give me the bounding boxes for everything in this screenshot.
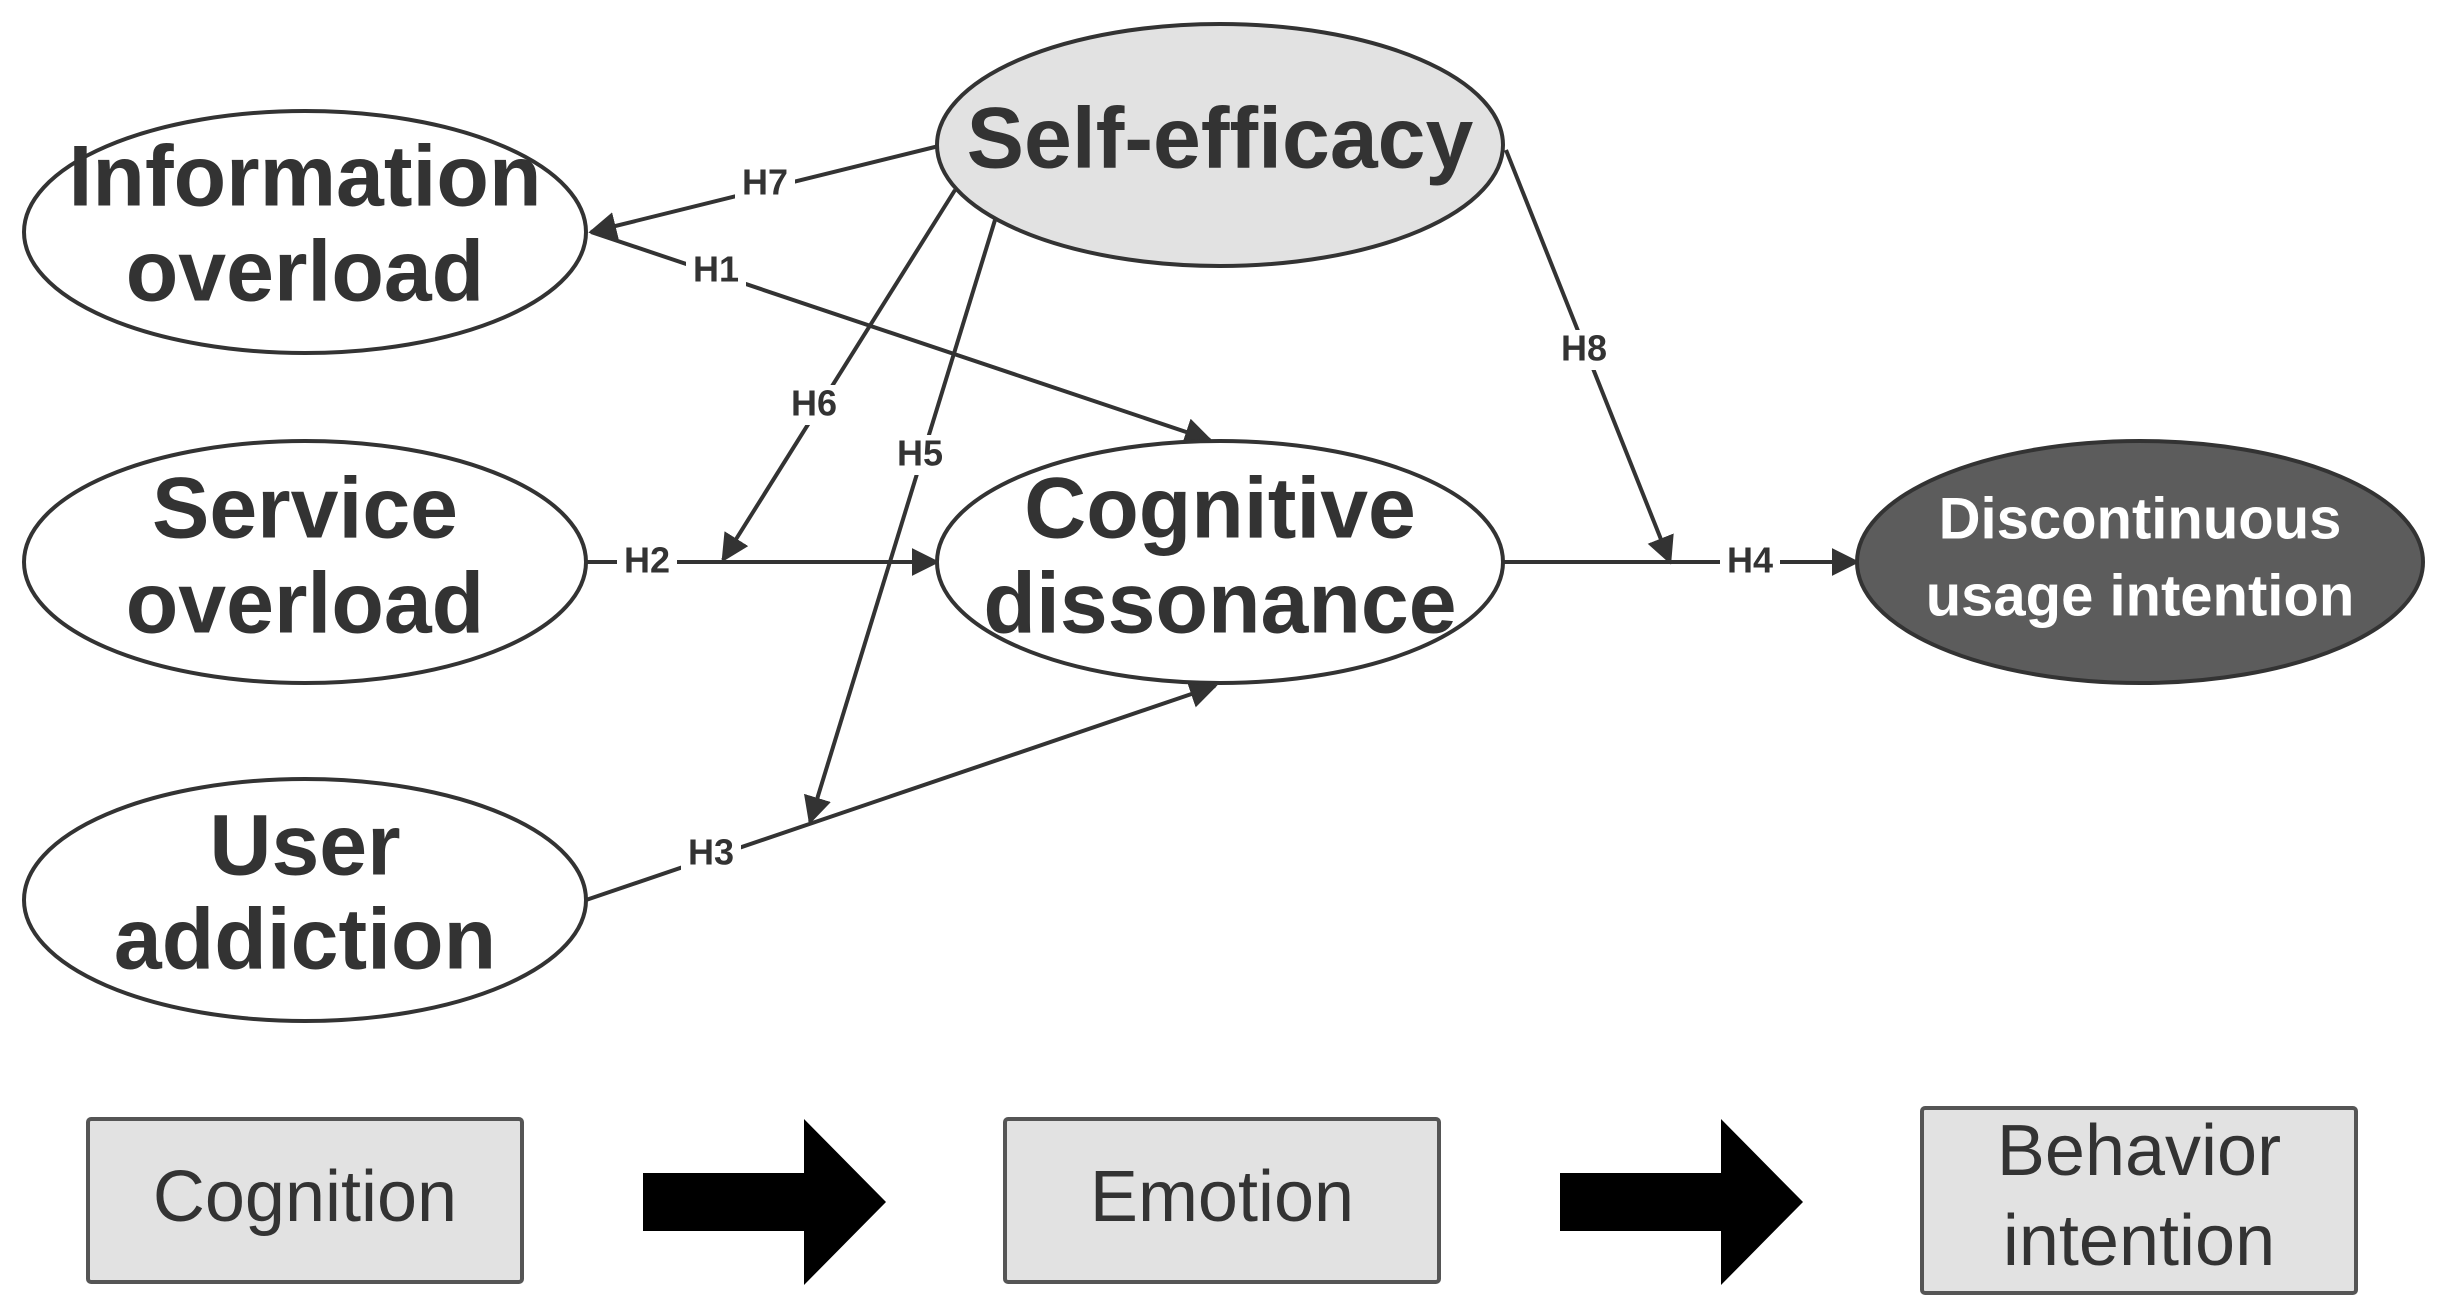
svg-text:overload: overload: [126, 224, 484, 320]
svg-text:usage intention: usage intention: [1926, 563, 2355, 628]
hyp-label-h4: H4: [1720, 540, 1780, 582]
hyp-label-h1: H1: [686, 249, 746, 291]
edge-h6: [721, 188, 957, 563]
stage-arrow-1: [643, 1119, 886, 1285]
hyp-label-h6: H6: [784, 383, 844, 425]
svg-text:Cognition: Cognition: [153, 1157, 457, 1237]
hyp-label-h5: H5: [890, 433, 950, 475]
svg-text:Information: Information: [69, 129, 542, 225]
svg-text:H7: H7: [742, 162, 788, 203]
edge-h1: [590, 230, 1213, 446]
node-user-addiction: User addiction: [22, 777, 588, 1023]
hyp-label-h2: H2: [617, 540, 677, 582]
svg-text:H1: H1: [693, 249, 739, 290]
svg-text:Cognitive: Cognitive: [1024, 461, 1416, 557]
node-discontinuous-usage-intention: Discontinuous usage intention: [1855, 439, 2425, 685]
svg-text:H4: H4: [1727, 540, 1773, 581]
svg-text:H3: H3: [688, 832, 734, 873]
svg-text:H2: H2: [624, 540, 670, 581]
hyp-label-h7: H7: [735, 162, 795, 204]
node-information-overload: Information overload: [22, 109, 588, 355]
svg-text:overload: overload: [126, 556, 484, 652]
svg-text:H5: H5: [897, 433, 943, 474]
svg-text:H6: H6: [791, 383, 837, 424]
edge-h3: [585, 680, 1218, 902]
svg-text:Discontinuous: Discontinuous: [1939, 486, 2342, 551]
svg-text:Self-efficacy: Self-efficacy: [967, 91, 1474, 187]
node-self-efficacy: Self-efficacy: [935, 22, 1505, 268]
svg-text:H8: H8: [1561, 328, 1607, 369]
edge-h5: [804, 219, 997, 825]
svg-text:addiction: addiction: [114, 892, 496, 988]
stage-arrow-2: [1560, 1119, 1803, 1285]
stage-emotion: Emotion: [1003, 1117, 1441, 1284]
node-cognitive-dissonance: Cognitive dissonance: [935, 439, 1505, 685]
svg-text:User: User: [209, 798, 400, 894]
hyp-label-h3: H3: [681, 832, 741, 874]
stage-cognition: Cognition: [86, 1117, 524, 1284]
stage-behavior-intention: Behavior intention: [1920, 1106, 2358, 1295]
svg-text:intention: intention: [2003, 1201, 2275, 1281]
hyp-label-h8: H8: [1554, 328, 1614, 370]
svg-text:Emotion: Emotion: [1090, 1157, 1354, 1237]
svg-text:Behavior: Behavior: [1997, 1111, 2281, 1191]
node-service-overload: Service overload: [22, 439, 588, 685]
svg-text:dissonance: dissonance: [983, 556, 1456, 652]
svg-text:Service: Service: [152, 461, 458, 557]
